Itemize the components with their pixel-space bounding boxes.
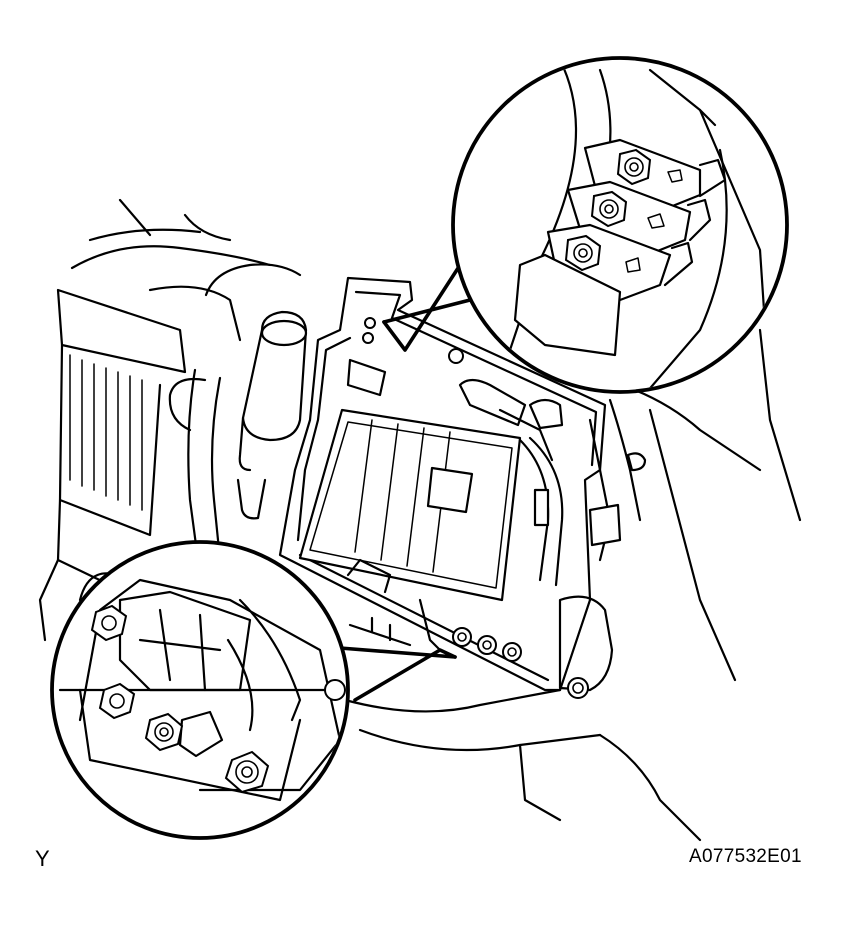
lower-detail-callout [50,540,457,840]
figure-code: A077532E01 [689,846,802,867]
corner-mark: Y [35,846,50,871]
ecu-bracket-tray [278,276,607,692]
upper-detail-callout [382,56,789,394]
